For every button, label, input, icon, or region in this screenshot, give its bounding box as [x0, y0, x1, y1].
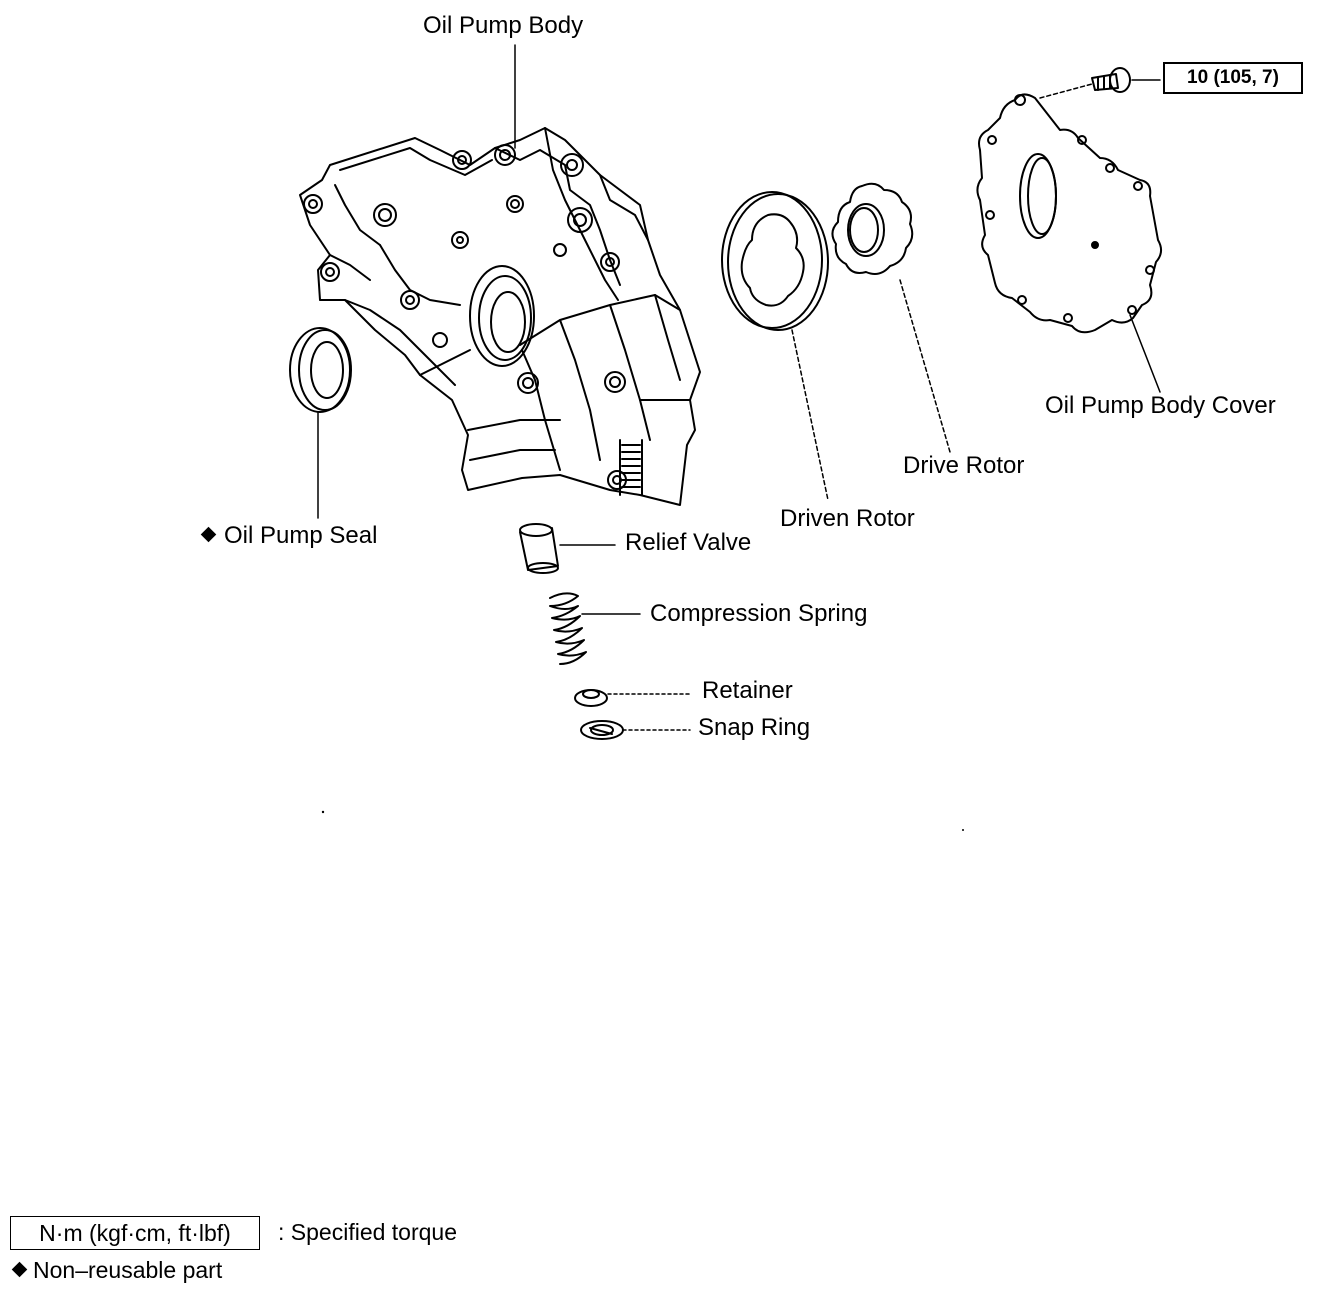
label-oil-pump-body-cover: Oil Pump Body Cover: [1045, 392, 1276, 419]
label-snap-ring: Snap Ring: [698, 714, 811, 741]
legend-torque-desc: : Specified torque: [278, 1219, 458, 1245]
label-compression-spring: Compression Spring: [650, 600, 868, 627]
label-driven-rotor: Driven Rotor: [780, 505, 915, 532]
oil-pump-seal-drawing: [289, 327, 352, 413]
torque-spec-box: 10 (105, 7): [1163, 62, 1303, 94]
oil-pump-body-cover-drawing: [976, 93, 1162, 334]
compression-spring-drawing: [549, 592, 587, 665]
label-oil-pump-seal-text: Oil Pump Seal: [224, 522, 378, 549]
legend-non-reusable: Non–reusable part: [11, 1257, 223, 1283]
label-oil-pump-seal: Oil Pump Seal: [200, 522, 378, 549]
legend-diamond-icon: [11, 1262, 28, 1278]
drive-rotor-drawing: [831, 182, 914, 275]
cover-bolt-drawing: [1091, 67, 1131, 93]
label-retainer: Retainer: [702, 677, 793, 704]
legend-non-reusable-text: Non–reusable part: [33, 1257, 223, 1283]
oil-pump-body-drawing: [299, 127, 701, 506]
snap-ring-drawing: [580, 720, 624, 740]
label-relief-valve: Relief Valve: [625, 529, 752, 556]
legend-torque-units-box: N·m (kgf·cm, ft·lbf): [10, 1216, 260, 1250]
non-reusable-diamond-icon: [200, 526, 217, 543]
leader-drive-rotor: [899, 279, 951, 453]
relief-valve-drawing: [519, 523, 559, 574]
leader-driven-rotor: [791, 329, 829, 501]
driven-rotor-drawing: [721, 191, 829, 331]
leader-lines: [317, 44, 1161, 731]
leader-bolt-cover: [1039, 83, 1093, 99]
retainer-drawing: [574, 689, 608, 707]
label-drive-rotor: Drive Rotor: [903, 452, 1025, 479]
label-oil-pump-body: Oil Pump Body: [423, 12, 584, 39]
leader-oil-pump-body-cover: [1129, 314, 1161, 393]
